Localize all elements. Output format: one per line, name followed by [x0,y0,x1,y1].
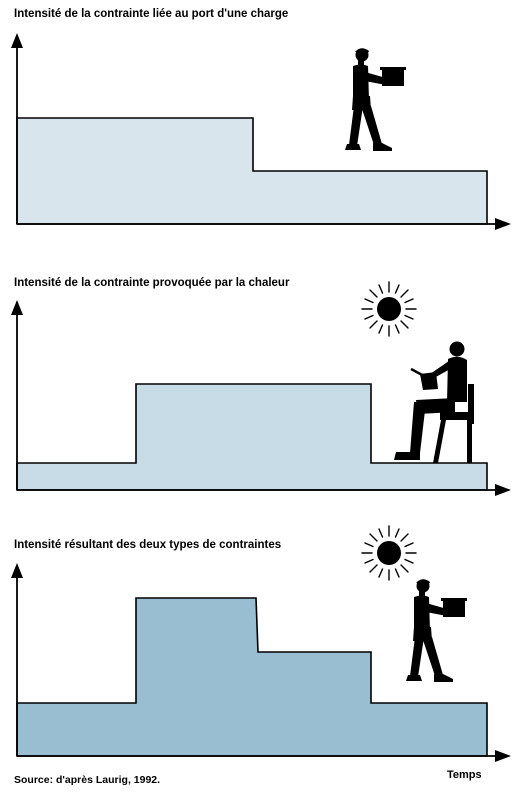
panel-2 [11,281,511,496]
panel-1-area [16,117,488,225]
panel-2-title: Intensité de la contrainte provoquée par… [14,277,290,289]
panel-2-x-arrow [495,484,511,496]
panel-1 [11,33,511,230]
panel-2-y-arrow [11,300,23,315]
panel-1-title: Intensité de la contrainte liée au port … [14,8,289,20]
person-carrying-box-icon [345,48,406,151]
panel-3-x-arrow [495,750,511,762]
panel-1-axes [16,40,505,225]
seated-person-writing-icon [394,341,474,463]
panel-3-y-arrow [11,563,23,578]
panel-1-x-arrow [495,218,511,230]
panel-1-y-arrow [11,33,23,48]
sun-icon [361,525,417,581]
panel-2-axes [16,307,505,491]
x-axis-label: Temps [447,769,482,781]
panel-3 [11,525,511,762]
panel-3-title: Intensité résultant des deux types de co… [14,539,282,551]
person-carrying-box-icon [406,579,467,682]
panel-3-axes [16,570,505,757]
source-note: Source: d'après Laurig, 1992. [14,774,161,786]
sun-icon [361,281,417,337]
